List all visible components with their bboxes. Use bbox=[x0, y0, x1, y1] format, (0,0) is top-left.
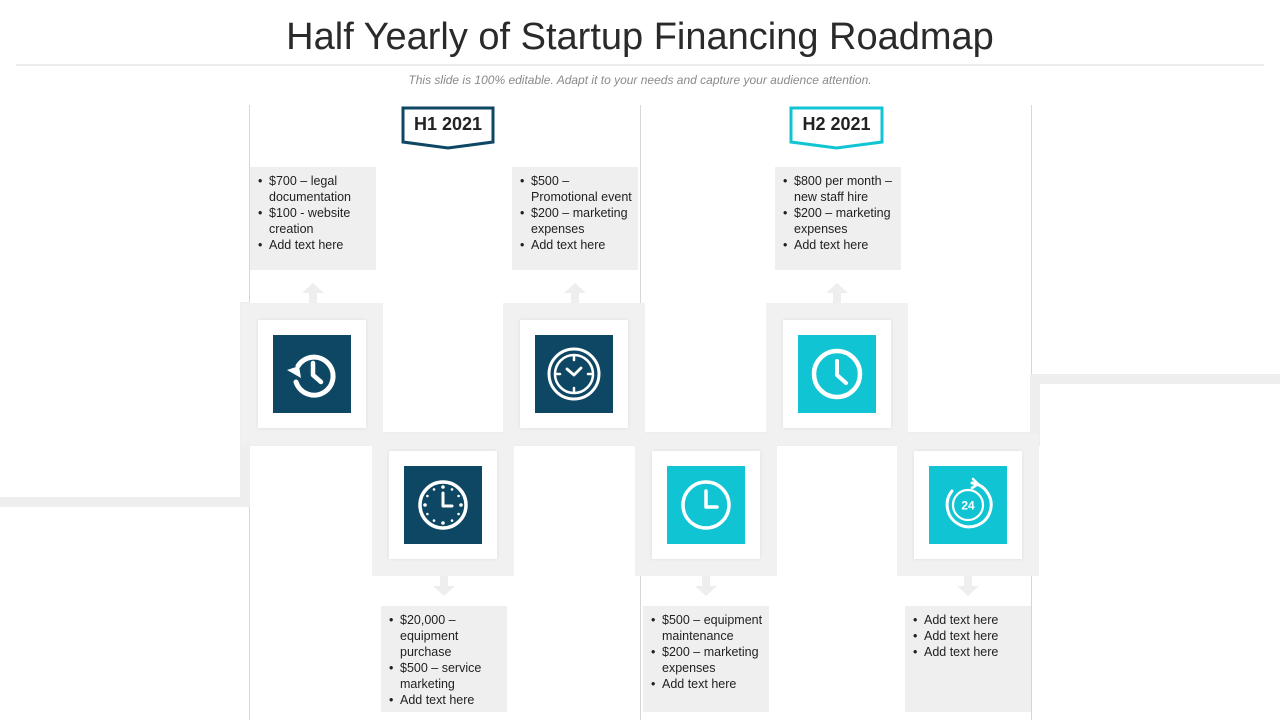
step-tile-1 bbox=[241, 303, 383, 445]
note-item: Add text here bbox=[913, 612, 1025, 628]
note-item: $20,000 – equipment purchase bbox=[389, 612, 501, 660]
note-item: Add text here bbox=[258, 237, 370, 253]
note-step-4: $500 – equipment maintenance $200 – mark… bbox=[643, 606, 769, 712]
note-step-1: $700 – legal documentation $100 - websit… bbox=[250, 167, 376, 270]
svg-text:24: 24 bbox=[961, 499, 975, 513]
step-tile-5 bbox=[766, 303, 908, 445]
tile-frame bbox=[258, 320, 366, 428]
arrow-up-icon bbox=[564, 283, 586, 303]
note-item: $100 - website creation bbox=[258, 205, 370, 237]
note-step-5: $800 per month – new staff hire $200 – m… bbox=[775, 167, 901, 270]
page-subtitle: This slide is 100% editable. Adapt it to… bbox=[408, 73, 872, 87]
note-item: Add text here bbox=[913, 644, 1025, 660]
arrow-up-icon bbox=[302, 283, 324, 303]
title-divider bbox=[16, 64, 1264, 66]
period-label-h2: H2 2021 bbox=[802, 114, 871, 134]
note-item: $700 – legal documentation bbox=[258, 173, 370, 205]
clock-outline-icon bbox=[667, 466, 745, 544]
note-item: $200 – marketing expenses bbox=[651, 644, 763, 676]
tile-frame bbox=[389, 451, 497, 559]
arrow-down-icon bbox=[695, 576, 717, 596]
note-item: $200 – marketing expenses bbox=[783, 205, 895, 237]
note-item: $500 – equipment maintenance bbox=[651, 612, 763, 644]
step-tile-6: 24 bbox=[897, 434, 1039, 576]
page-title: Half Yearly of Startup Financing Roadmap bbox=[286, 16, 994, 58]
note-step-6: Add text here Add text here Add text her… bbox=[905, 606, 1031, 712]
step-tile-3 bbox=[503, 303, 645, 445]
step-tile-2 bbox=[372, 434, 514, 576]
clock-icon bbox=[798, 335, 876, 413]
pennant-shape-h1 bbox=[401, 106, 495, 150]
24-hours-icon: 24 bbox=[929, 466, 1007, 544]
note-item: $500 – service marketing bbox=[389, 660, 501, 692]
track-right-riser bbox=[1030, 374, 1040, 446]
note-item: $200 – marketing expenses bbox=[520, 205, 632, 237]
period-tag-h2: H2 2021 bbox=[789, 106, 884, 150]
period-tag-h1: H1 2021 bbox=[401, 106, 495, 150]
track-right-segment bbox=[1030, 374, 1280, 384]
wall-clock-icon bbox=[404, 466, 482, 544]
note-item: Add text here bbox=[783, 237, 895, 253]
note-item: $500 – Promotional event bbox=[520, 173, 632, 205]
tile-frame bbox=[520, 320, 628, 428]
history-clock-icon bbox=[273, 335, 351, 413]
note-item: Add text here bbox=[520, 237, 632, 253]
note-step-2: $20,000 – equipment purchase $500 – serv… bbox=[381, 606, 507, 712]
watch-face-icon bbox=[535, 335, 613, 413]
note-step-3: $500 – Promotional event $200 – marketin… bbox=[512, 167, 638, 270]
period-label-h1: H1 2021 bbox=[413, 114, 483, 134]
arrow-down-icon bbox=[957, 576, 979, 596]
pennant-shape-h2 bbox=[789, 106, 884, 150]
note-item: Add text here bbox=[389, 692, 501, 708]
note-item: Add text here bbox=[651, 676, 763, 692]
tile-frame bbox=[652, 451, 760, 559]
arrow-up-icon bbox=[826, 283, 848, 303]
tile-frame bbox=[783, 320, 891, 428]
track-left-segment bbox=[0, 497, 250, 507]
arrow-down-icon bbox=[433, 576, 455, 596]
step-tile-4 bbox=[635, 434, 777, 576]
note-item: Add text here bbox=[913, 628, 1025, 644]
tile-frame: 24 bbox=[914, 451, 1022, 559]
note-item: $800 per month – new staff hire bbox=[783, 173, 895, 205]
